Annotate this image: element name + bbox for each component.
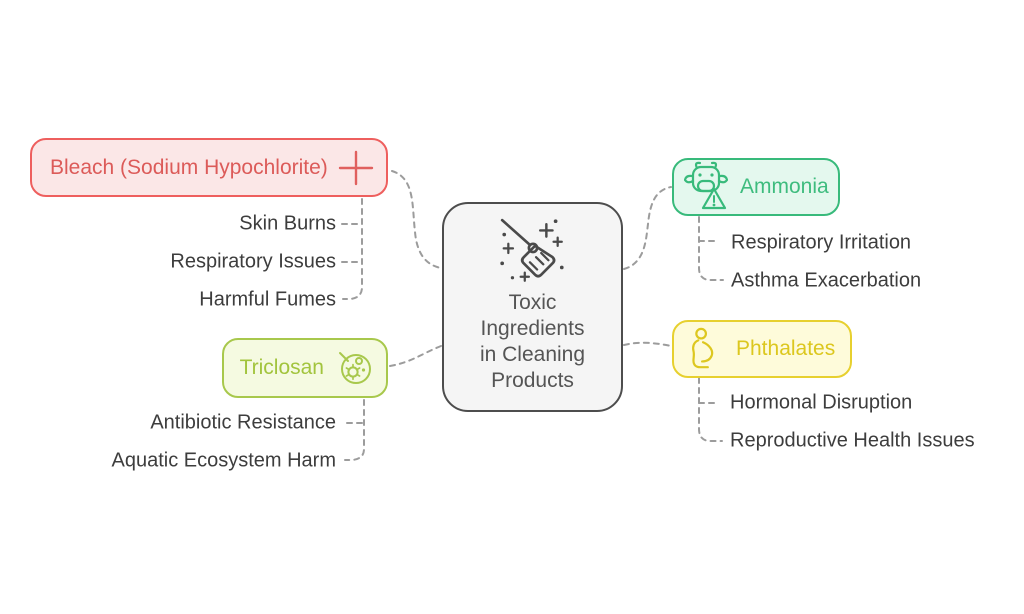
- sub-label-hormonal-disruption[interactable]: Hormonal Disruption: [730, 391, 913, 414]
- sub-label-skin-burns[interactable]: Skin Burns: [239, 212, 336, 235]
- node-ammonia-label: Ammonia: [740, 175, 829, 198]
- broom-sparkle-icon: [496, 214, 570, 288]
- pregnant-woman-icon: [686, 326, 722, 372]
- node-triclosan[interactable]: Triclosan: [222, 338, 388, 398]
- connector-triclosan-spine: [344, 399, 365, 461]
- sub-label-antibiotic-resistance[interactable]: Antibiotic Resistance: [150, 411, 336, 434]
- node-triclosan-label: Triclosan: [239, 356, 324, 379]
- connector-center-phthalates: [623, 341, 672, 347]
- sub-label-reproductive-health-issues[interactable]: Reproductive Health Issues: [730, 429, 975, 452]
- node-center[interactable]: Toxic Ingredients in Cleaning Products: [442, 202, 623, 412]
- sub-label-asthma-exacerbation[interactable]: Asthma Exacerbation: [731, 269, 922, 292]
- connector-ammonia-spine: [698, 216, 724, 281]
- cow-warning-icon: [684, 161, 728, 213]
- sub-label-aquatic-ecosystem-harm[interactable]: Aquatic Ecosystem Harm: [111, 449, 336, 472]
- sub-label-harmful-fumes[interactable]: Harmful Fumes: [199, 288, 336, 311]
- node-phthalates[interactable]: Phthalates: [672, 320, 852, 378]
- plus-icon[interactable]: [338, 150, 374, 186]
- connector-bleach-center: [391, 170, 442, 269]
- connector-triclosan-center: [389, 345, 442, 367]
- connector-bleach-spine: [342, 198, 363, 300]
- bacteria-icon: [336, 349, 374, 387]
- sub-label-respiratory-irritation[interactable]: Respiratory Irritation: [731, 231, 912, 254]
- node-ammonia[interactable]: Ammonia: [672, 158, 840, 216]
- node-bleach-label: Bleach (Sodium Hypochlorite): [50, 155, 328, 179]
- connector-center-ammonia: [623, 186, 672, 270]
- node-bleach[interactable]: Bleach (Sodium Hypochlorite): [30, 138, 388, 197]
- connector-phthalates-spine: [698, 377, 723, 442]
- sub-label-respiratory-issues[interactable]: Respiratory Issues: [170, 250, 336, 273]
- node-phthalates-label: Phthalates: [736, 337, 836, 360]
- center-node-title: Toxic Ingredients in Cleaning Products: [479, 291, 586, 392]
